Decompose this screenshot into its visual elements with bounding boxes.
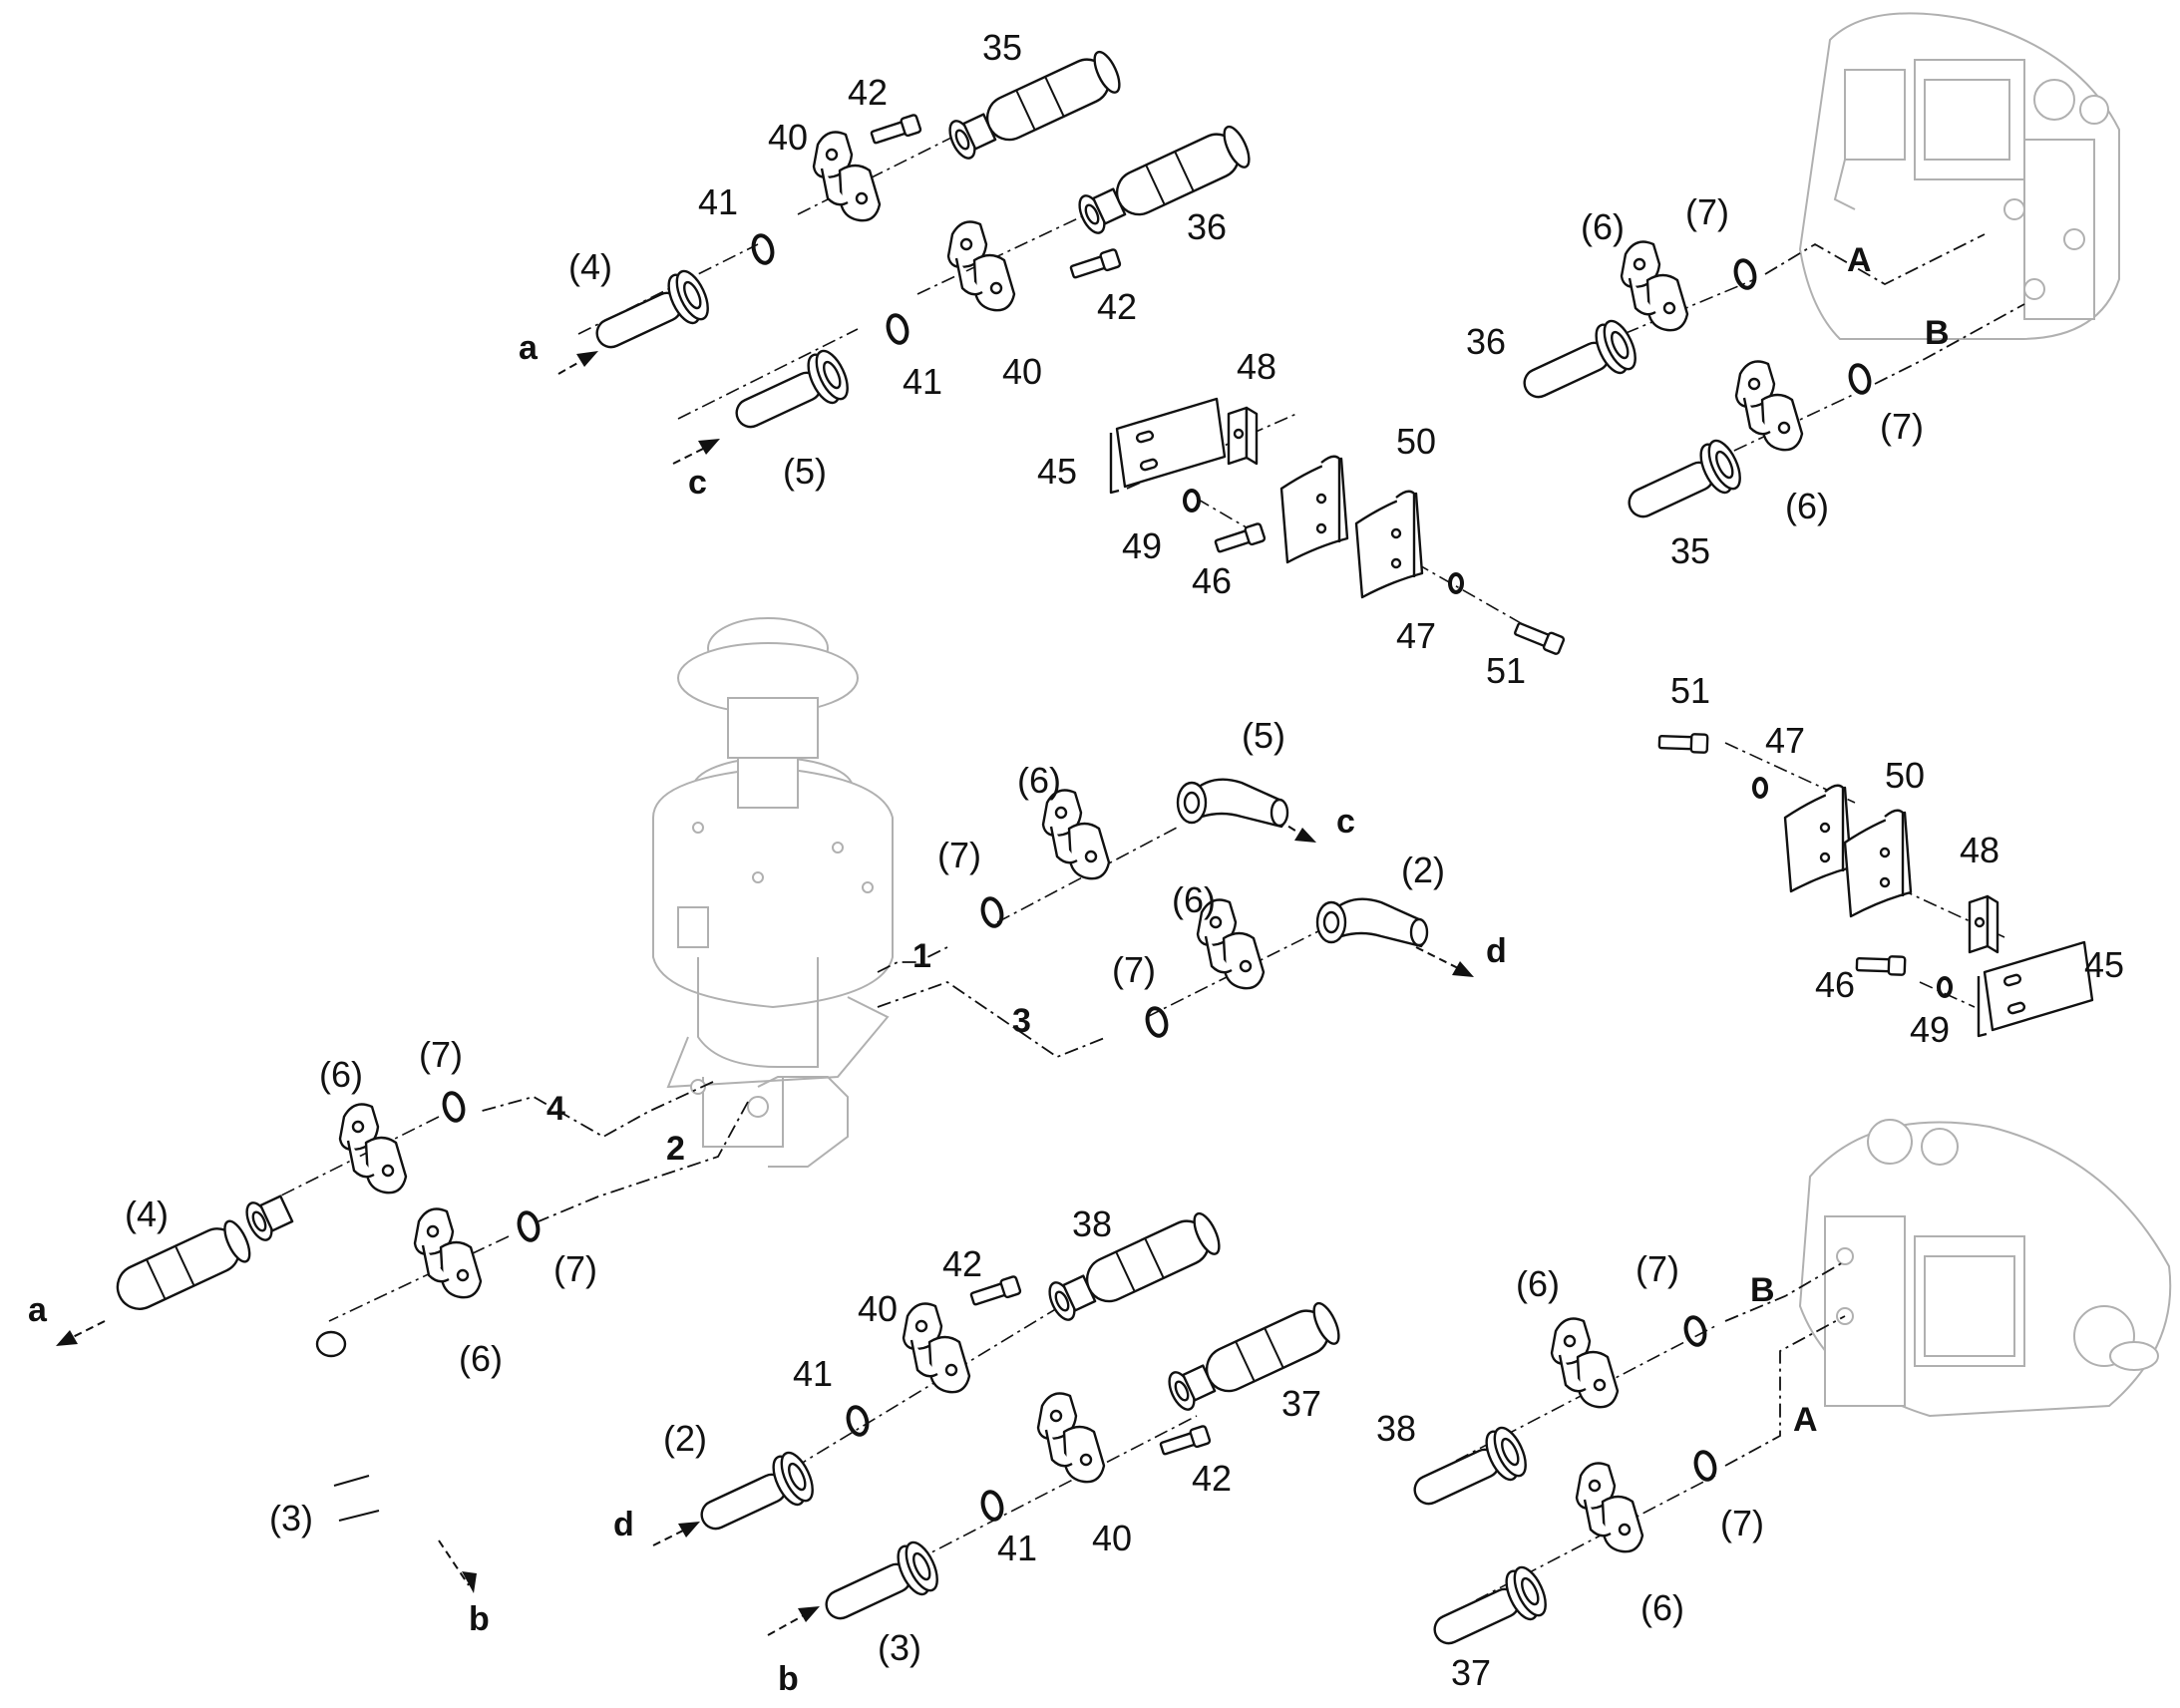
label-35: 35 xyxy=(982,27,1022,68)
label-51: 51 xyxy=(1486,650,1526,691)
label-fitting-6: (6) xyxy=(1581,206,1625,247)
label-37: 37 xyxy=(1451,1652,1491,1693)
rotary-joint-housing xyxy=(652,617,894,1168)
label-port-4: 4 xyxy=(546,1090,565,1128)
label-port-A: A xyxy=(1793,1401,1818,1439)
label-fitting-2: (2) xyxy=(1401,850,1445,890)
label-port-b: b xyxy=(469,1600,490,1638)
label-port-B: B xyxy=(1925,314,1950,352)
label-port-a: a xyxy=(519,329,539,367)
flow-arrows xyxy=(56,351,1474,1636)
label-port-B: B xyxy=(1750,1271,1775,1309)
label-port-b: b xyxy=(778,1660,799,1698)
label-fitting-5: (5) xyxy=(1242,715,1285,756)
label-48: 48 xyxy=(1960,830,1999,870)
label-port-1: 1 xyxy=(912,937,931,975)
bracket-set-upper xyxy=(1109,397,1571,665)
label-40: 40 xyxy=(858,1288,898,1329)
label-49: 49 xyxy=(1122,525,1162,566)
label-port-c: c xyxy=(1336,803,1355,841)
label-port-A: A xyxy=(1847,241,1872,279)
lower-left-assembly xyxy=(109,1089,544,1582)
label-42: 42 xyxy=(1192,1458,1232,1499)
label-50: 50 xyxy=(1396,421,1436,462)
label-45: 45 xyxy=(2084,944,2124,985)
label-41: 41 xyxy=(698,181,738,222)
label-47: 47 xyxy=(1396,615,1436,656)
label-fitting-6: (6) xyxy=(319,1054,363,1095)
label-36: 36 xyxy=(1466,321,1506,362)
label-fitting-5: (5) xyxy=(783,451,827,492)
label-oring-7: (7) xyxy=(1720,1503,1764,1543)
label-oring-7: (7) xyxy=(1685,191,1729,232)
label-oring-7: (7) xyxy=(1635,1248,1679,1289)
label-47: 47 xyxy=(1765,720,1805,761)
label-51: 51 xyxy=(1670,670,1710,711)
label-oring-7: (7) xyxy=(937,835,981,875)
label-46: 46 xyxy=(1192,560,1232,601)
label-35: 35 xyxy=(1670,530,1710,571)
label-42: 42 xyxy=(848,72,888,113)
label-port-a: a xyxy=(28,1291,48,1329)
label-49: 49 xyxy=(1910,1009,1950,1050)
label-41: 41 xyxy=(793,1353,833,1394)
label-fitting-6: (6) xyxy=(1172,879,1216,920)
label-42: 42 xyxy=(942,1243,982,1284)
label-fitting-3: (3) xyxy=(878,1627,921,1668)
label-port-3: 3 xyxy=(1012,1002,1031,1040)
label-36: 36 xyxy=(1187,206,1227,247)
label-40: 40 xyxy=(1002,351,1042,392)
label-fitting-2: (2) xyxy=(663,1418,707,1459)
label-oring-7: (7) xyxy=(553,1248,597,1289)
label-42: 42 xyxy=(1097,286,1137,327)
label-50: 50 xyxy=(1885,755,1925,796)
label-46: 46 xyxy=(1815,964,1855,1005)
label-fitting-6: (6) xyxy=(1785,486,1829,526)
hydraulic-motor-lower xyxy=(1798,1119,2172,1418)
label-41: 41 xyxy=(997,1528,1037,1568)
label-38: 38 xyxy=(1376,1408,1416,1449)
hydraulic-motor-upper xyxy=(1798,12,2120,340)
part-labels: 35 42 40 41 (4) a 36 42 41 40 (5) c (6) … xyxy=(28,27,2124,1698)
bracket-set-lower xyxy=(1654,718,2094,1038)
label-40: 40 xyxy=(1092,1518,1132,1558)
label-38: 38 xyxy=(1072,1203,1112,1244)
label-40: 40 xyxy=(768,117,808,158)
label-fitting-4: (4) xyxy=(568,246,612,287)
label-fitting-3: (3) xyxy=(269,1498,313,1538)
label-fitting-6: (6) xyxy=(459,1338,503,1379)
label-37: 37 xyxy=(1281,1383,1321,1424)
label-port-2: 2 xyxy=(666,1130,685,1168)
label-45: 45 xyxy=(1037,451,1077,492)
label-oring-7: (7) xyxy=(1880,406,1924,447)
label-fitting-4: (4) xyxy=(125,1194,169,1234)
label-port-d: d xyxy=(1486,932,1507,970)
label-fitting-6: (6) xyxy=(1640,1587,1684,1628)
label-48: 48 xyxy=(1237,346,1276,387)
label-41: 41 xyxy=(903,361,942,402)
label-port-c: c xyxy=(688,464,707,502)
label-fitting-6: (6) xyxy=(1516,1263,1560,1304)
label-fitting-6: (6) xyxy=(1017,760,1061,801)
label-oring-7: (7) xyxy=(1112,949,1156,990)
label-port-d: d xyxy=(613,1506,634,1543)
lower-middle-assembly xyxy=(690,1208,1345,1635)
label-oring-7: (7) xyxy=(419,1034,463,1075)
